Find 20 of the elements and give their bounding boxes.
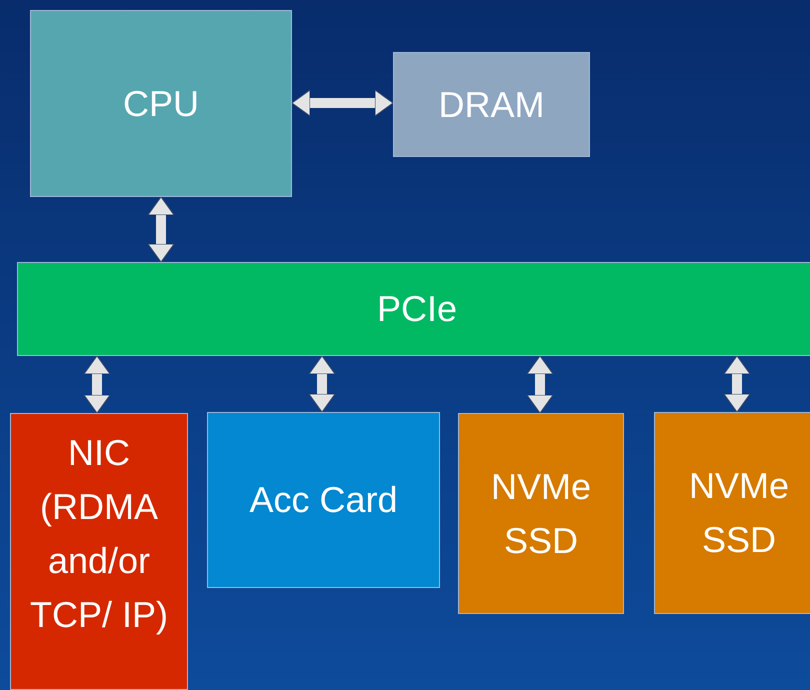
double-arrow bbox=[724, 356, 750, 412]
accelerator-card-box bbox=[207, 412, 440, 588]
node-label: CPU bbox=[122, 82, 200, 126]
double-arrow bbox=[84, 356, 110, 414]
node-label: Acc Card bbox=[248, 478, 398, 522]
ssd-box bbox=[458, 413, 624, 614]
bus-bar bbox=[17, 262, 810, 356]
node-label: DRAM bbox=[438, 82, 546, 126]
node-label: NVMe SSD bbox=[490, 464, 592, 562]
memory-box bbox=[393, 52, 590, 157]
ssd-box bbox=[654, 412, 810, 614]
node-label: NIC (RDMA and/or TCP/ IP) bbox=[28, 431, 169, 637]
cpu-box bbox=[30, 10, 292, 197]
double-arrow bbox=[308, 356, 336, 412]
network-card-box bbox=[10, 413, 188, 690]
node-label: NVMe SSD bbox=[688, 464, 790, 562]
double-arrow bbox=[292, 90, 394, 116]
node-label: PCIe bbox=[376, 287, 458, 331]
double-arrow bbox=[148, 196, 174, 262]
double-arrow bbox=[526, 356, 554, 414]
